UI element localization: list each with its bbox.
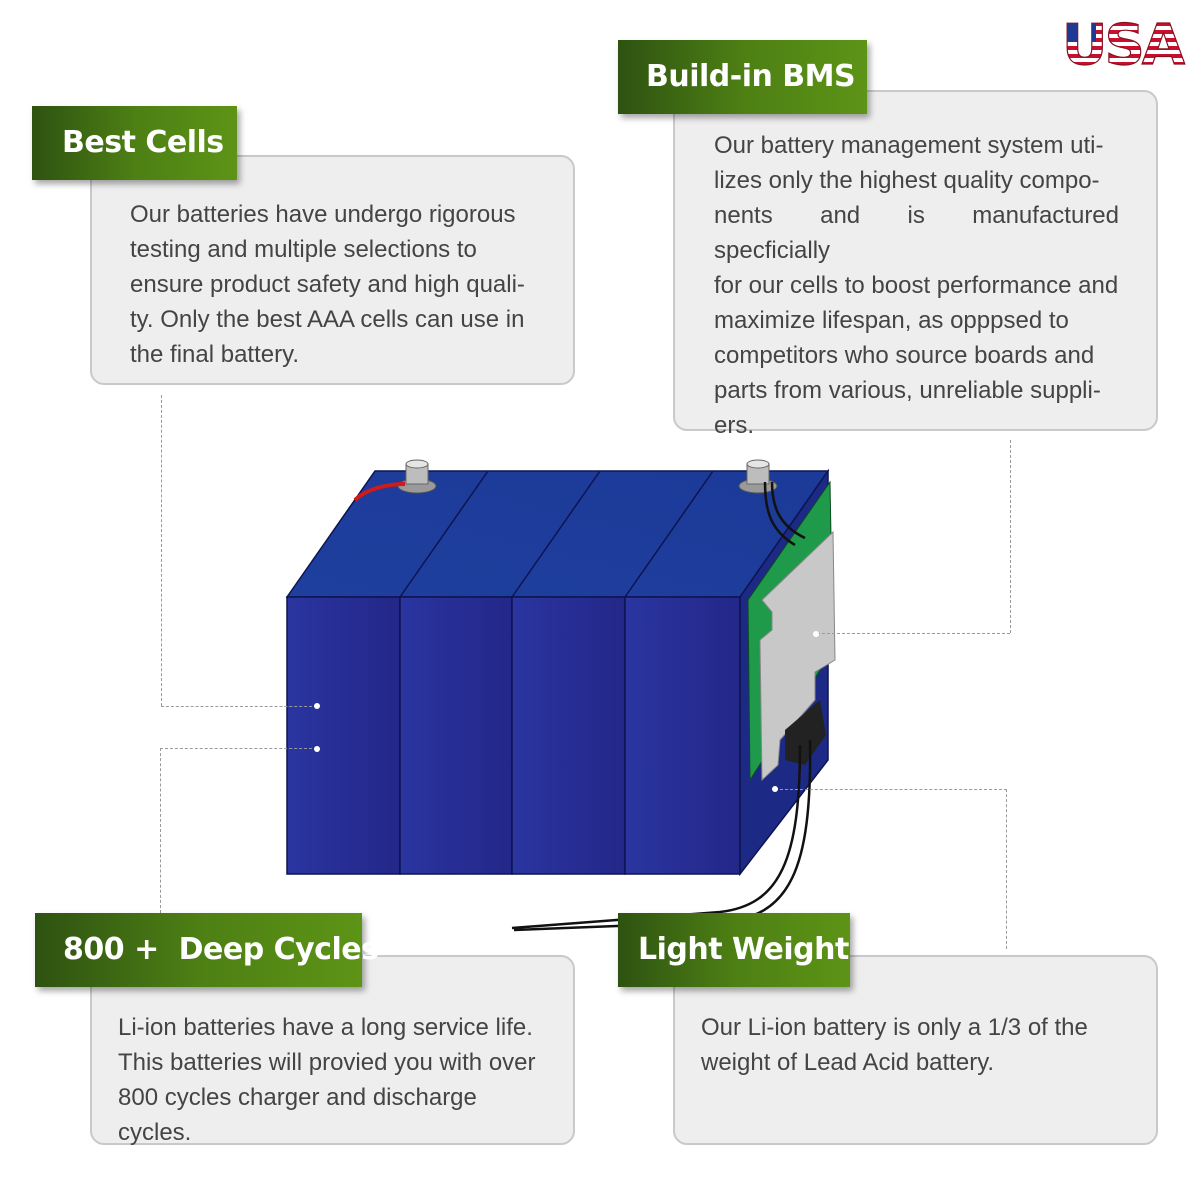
bms-card: Our battery management system uti- lizes… [673,90,1158,439]
text-line: the final battery. [130,341,299,368]
text-line: ensure product safety and high quali- [130,271,525,298]
battery-cell-1 [286,596,401,875]
leader-line [817,633,1010,634]
text-line: ty. Only the best AAA cells can use in [130,306,525,333]
text-line: maximize lifespan, as opppsed to [714,307,1069,334]
leader-dot [314,703,320,709]
text-line: ers. [714,412,755,439]
text-line: weight of Lead Acid battery. [701,1049,995,1076]
text-line: Our battery management system uti- [714,132,1104,159]
leader-line [160,748,317,749]
leader-line [161,706,317,707]
text-line: nents and is manufactured specficially [714,202,1119,264]
text-line: testing and multiple selections to [130,236,477,263]
battery-cell-4 [624,596,741,875]
usa-logo-star-field [1062,18,1096,42]
text-line: lizes only the highest quality compo- [714,167,1100,194]
text-line: Li-ion batteries have a long service lif… [118,1014,533,1041]
text-line: parts from various, unreliable suppli- [714,377,1101,404]
text-line: Our Li-ion battery is only a 1/3 of the [701,1014,1088,1041]
leader-line [161,395,162,706]
black-wire [770,481,806,540]
deep-cycles-title: 800 + Deep Cycles [35,913,379,987]
red-wire [353,482,406,502]
light-weight-title: Light Weight [618,913,850,987]
usa-flag-logo: USA USA [1062,14,1189,70]
cell-separator [511,470,601,598]
cell-separator [624,470,714,598]
best-cells-title: Best Cells [32,106,237,180]
leader-line [1010,440,1011,633]
best-cells-description: Our batteries have undergo rigorous test… [130,197,536,372]
battery-cell-3 [511,596,626,875]
bms-cover [759,530,836,782]
text-line: Our batteries have undergo rigorous [130,201,516,228]
cell-separator [399,470,489,598]
bms-connector [785,700,826,765]
output-wire [511,744,802,930]
light-weight-card: Our Li-ion battery is only a 1/3 of the … [673,955,1158,1145]
bms-title: Build-in BMS [618,40,867,114]
light-weight-description: Our Li-ion battery is only a 1/3 of the … [701,1010,1131,1080]
battery-cell-2 [399,596,513,875]
leader-line [775,789,1007,790]
leader-dot [772,786,778,792]
text-line: This batteries will provied you with ove… [118,1049,536,1076]
text-line: for our cells to boost performance and [714,272,1119,299]
deep-cycles-description: Li-ion batteries have a long service lif… [118,1010,548,1150]
terminal-top [405,459,429,469]
leader-dot [314,746,320,752]
terminal-top [746,459,770,469]
leader-line [1006,789,1007,949]
black-wire [763,481,796,547]
leader-line [160,748,161,913]
bms-description: Our battery management system uti- lizes… [714,128,1119,443]
best-cells-card: Our batteries have undergo rigorous test… [90,155,575,385]
text-line: competitors who source boards and [714,342,1095,369]
leader-dot [813,631,819,637]
text-line: 800 cycles charger and discharge cycles. [118,1084,477,1146]
